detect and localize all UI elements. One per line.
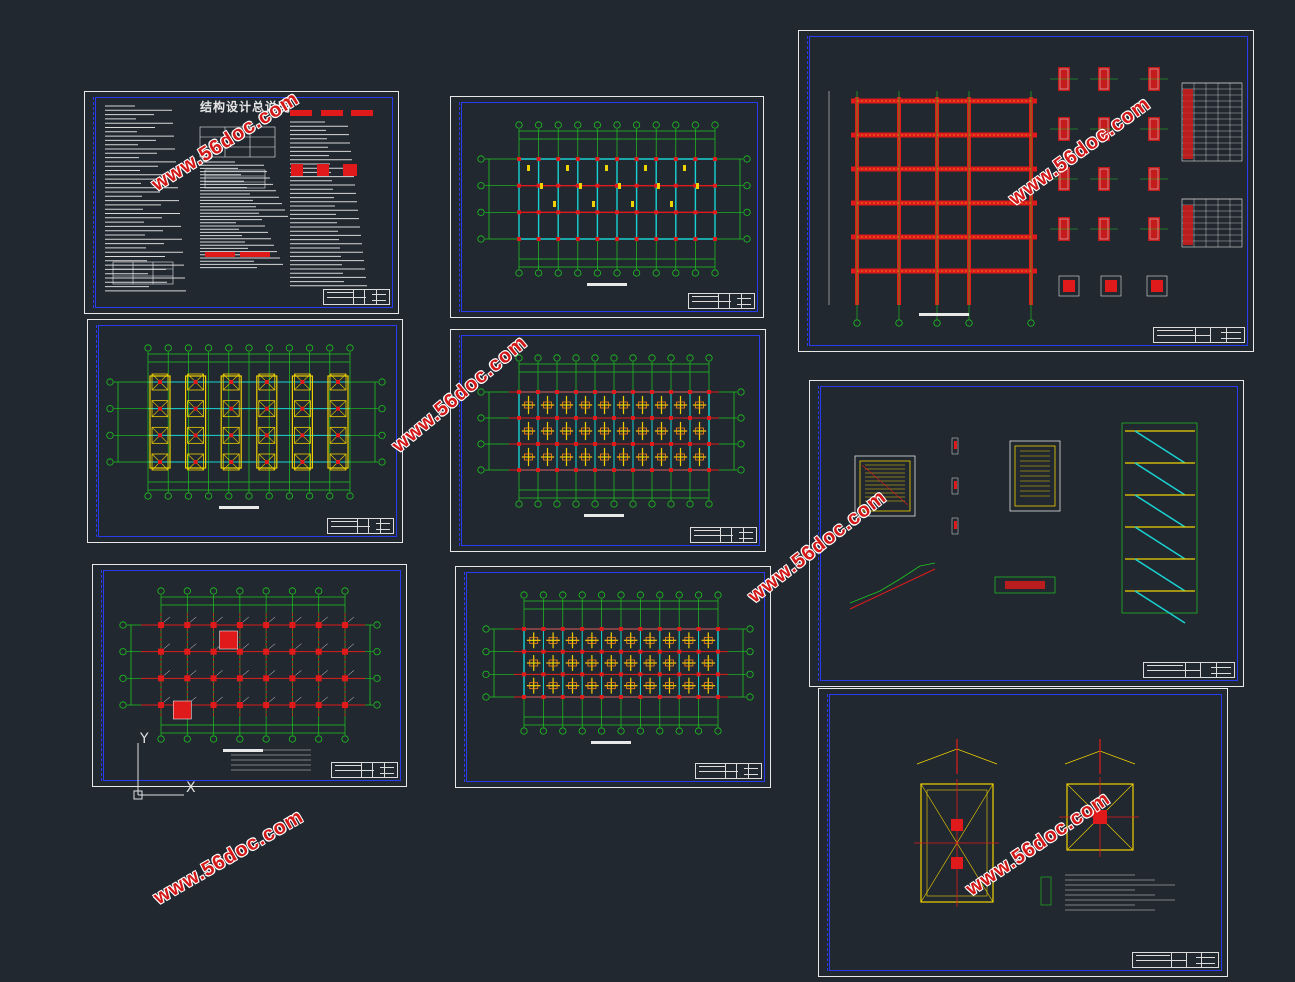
- slab-rebar-drawing: [477, 354, 745, 517]
- sheet-frame: [95, 97, 393, 308]
- sheet-footing-details[interactable]: [818, 688, 1228, 977]
- sheet-frame: [98, 325, 397, 537]
- ucs-y-label: Y: [140, 731, 149, 747]
- sheet-frame: [466, 572, 765, 782]
- title-block: [331, 762, 398, 778]
- sheet-structural-notes[interactable]: 结构设计总说明: [84, 91, 399, 314]
- title-block: [1153, 327, 1245, 343]
- beam-plan-drawing: [477, 121, 751, 286]
- column-plan-drawing: [119, 587, 381, 771]
- title-block: [1143, 662, 1235, 678]
- title-block: [695, 763, 762, 779]
- sheet-slab-reinforcement-plan[interactable]: [450, 329, 766, 552]
- stair-detail-drawing: [849, 422, 1198, 624]
- foundation-plan-drawing: [106, 344, 386, 509]
- title-block: [690, 527, 757, 543]
- title-block: [688, 293, 755, 309]
- binding-margin: [827, 694, 829, 971]
- page-title: 结构设计总说明: [200, 100, 292, 114]
- sheet-column-layout-plan[interactable]: [92, 564, 407, 787]
- binding-margin: [459, 335, 461, 546]
- binding-margin: [93, 97, 95, 308]
- sheet-frame: [461, 102, 758, 312]
- binding-margin: [96, 325, 98, 537]
- sheet-frame: [461, 335, 760, 546]
- ucs-x-label: X: [186, 780, 196, 796]
- sheet-roof-slab-plan[interactable]: [455, 566, 771, 788]
- frame-elevation-drawing: [828, 67, 1243, 327]
- sheet-foundation-plan[interactable]: [87, 319, 403, 543]
- sheet-frame: [103, 570, 401, 781]
- sheet-stair-details[interactable]: [809, 380, 1244, 687]
- binding-margin: [464, 572, 466, 782]
- title-block: [1132, 952, 1219, 968]
- sheet-frame: [829, 694, 1222, 971]
- sheet-frame: [809, 36, 1248, 346]
- sheet-frame-elevation[interactable]: [798, 30, 1254, 352]
- roof-slab-drawing: [482, 591, 754, 744]
- watermark: www.56doc.com: [150, 805, 308, 910]
- footing-detail-drawing: [914, 739, 1175, 911]
- binding-margin: [459, 102, 461, 312]
- binding-margin: [807, 36, 809, 346]
- binding-margin: [818, 386, 820, 681]
- title-block: [327, 518, 394, 534]
- sheet-floor-beam-plan[interactable]: [450, 96, 764, 318]
- title-block: [323, 289, 390, 305]
- sheet-frame: [820, 386, 1238, 681]
- binding-margin: [101, 570, 103, 781]
- ucs-axis-icon: [133, 743, 184, 800]
- notes-text-drawing: [105, 105, 373, 292]
